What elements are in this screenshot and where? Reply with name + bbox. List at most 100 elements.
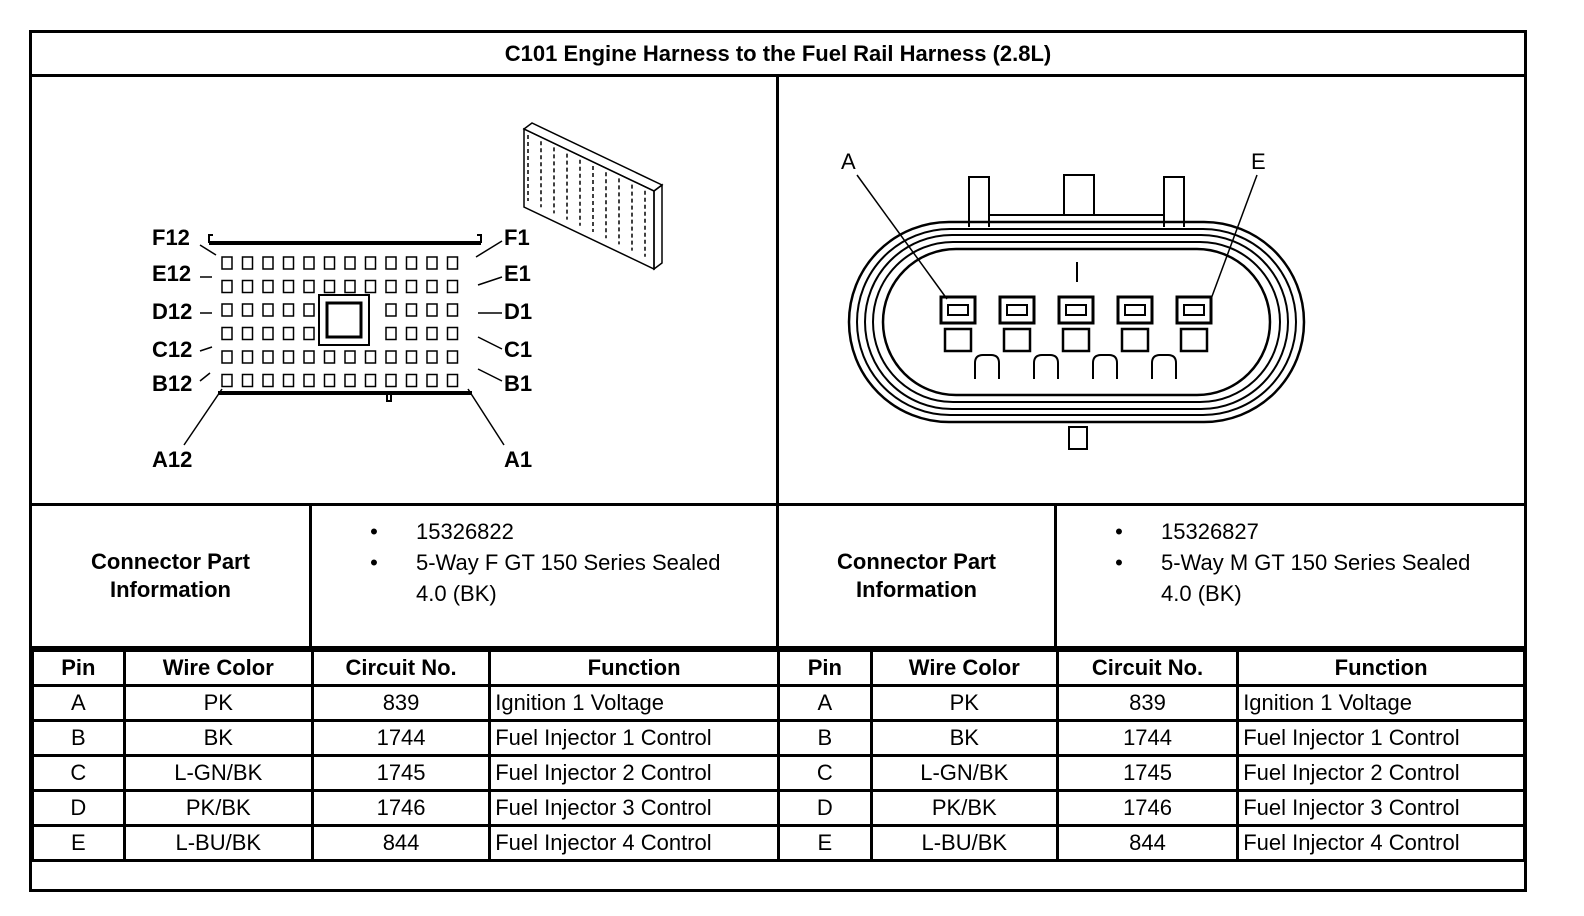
pin-label-a12: A12: [152, 447, 192, 472]
pin-cavity: [262, 326, 274, 341]
pin-cavity: [405, 326, 418, 341]
pin-cavity: [385, 279, 397, 294]
pin-label-a1: A1: [504, 447, 532, 472]
pin-cavity: [385, 373, 397, 388]
pin-label-d12: D12: [152, 299, 192, 324]
pin-cavity: [426, 326, 438, 341]
pin-label-a: A: [841, 149, 856, 174]
pin-cavity: [385, 303, 397, 317]
wire-color-cell: L-GN/BK: [122, 754, 314, 792]
polarizing-key: [1033, 354, 1059, 379]
pin-label-b12: B12: [152, 371, 192, 396]
pin-label-d1: D1: [504, 299, 532, 324]
pin-cavity: [364, 279, 377, 294]
pin-cell: D: [777, 789, 873, 827]
pin-cavity: [282, 303, 295, 317]
cavity-terminal: [1179, 327, 1209, 353]
function-cell: Fuel Injector 1 Control: [1236, 719, 1526, 757]
col-header-circuit: Circuit No.: [310, 649, 492, 687]
pin-cavity: [323, 373, 336, 388]
pin-cavity: [344, 373, 356, 388]
circuit-cell: 844: [1055, 824, 1240, 862]
cavity-terminal: [1061, 327, 1091, 353]
function-cell: Ignition 1 Voltage: [1236, 684, 1526, 722]
pin-cavity: [303, 373, 315, 388]
cavity-leader-lines: [856, 174, 1258, 300]
left-connector-face-drawing: F12 E12 D12 C12 B12 A12 F1 E1 D1 C1 B1 A…: [152, 122, 664, 472]
cavity-inner: [1183, 304, 1205, 316]
pin-cavity: [241, 279, 254, 294]
pin-cell: A: [31, 684, 126, 722]
pin-cavity: [446, 373, 459, 388]
cavity-terminal: [1120, 327, 1150, 353]
col-header-function: Function: [1236, 649, 1526, 687]
pin-cavity: [446, 350, 459, 364]
pin-cavity: [426, 303, 438, 317]
function-cell: Fuel Injector 3 Control: [488, 789, 780, 827]
wire-color-cell: L-BU/BK: [869, 824, 1059, 862]
pin-cavity: [303, 326, 315, 341]
col-header-circuit: Circuit No.: [1055, 649, 1240, 687]
connector-iso-view: [522, 122, 664, 271]
pin-cavity: [282, 256, 295, 270]
function-cell: Fuel Injector 1 Control: [488, 719, 780, 757]
col-header-pin: Pin: [777, 649, 873, 687]
cavity-terminal: [943, 327, 973, 353]
cavity-outer: [998, 295, 1036, 325]
pin-cavity: [385, 326, 397, 341]
pin-label-f1: F1: [504, 225, 530, 250]
pin-cavity: [426, 256, 438, 270]
pin-cavity: [405, 373, 418, 388]
function-cell: Ignition 1 Voltage: [488, 684, 780, 722]
pin-cavity: [241, 303, 254, 317]
pin-cavity: [303, 279, 315, 294]
pin-cell: C: [31, 754, 126, 792]
pin-label-e: E: [1251, 149, 1266, 174]
chart-title: C101 Engine Harness to the Fuel Rail Har…: [32, 33, 1524, 77]
pin-cell: E: [31, 824, 126, 862]
pin-cell: D: [31, 789, 126, 827]
pin-label-c1: C1: [504, 337, 532, 362]
circuit-cell: 1745: [1055, 754, 1240, 792]
pin-label-c12: C12: [152, 337, 192, 362]
circuit-cell: 1744: [310, 719, 492, 757]
left-connector-diagram: F12 E12 D12 C12 B12 A12 F1 E1 D1 C1 B1 A…: [32, 77, 779, 503]
wire-color-cell: PK: [122, 684, 314, 722]
circuit-cell: 1746: [310, 789, 492, 827]
pin-cavity: [405, 279, 418, 294]
cavity-inner: [1124, 304, 1146, 316]
pin-cavity: [405, 256, 418, 270]
circuit-cell: 1744: [1055, 719, 1240, 757]
pin-cavity: [426, 373, 438, 388]
pin-cavity: [262, 303, 274, 317]
pin-cell: A: [777, 684, 873, 722]
pin-cavity: [221, 303, 233, 317]
pin-cavity: [385, 350, 397, 364]
pin-cavity: [262, 279, 274, 294]
pin-cavity: [221, 373, 233, 388]
wire-color-cell: PK/BK: [869, 789, 1059, 827]
pin-cavity: [364, 373, 377, 388]
wire-color-cell: PK: [869, 684, 1059, 722]
cavity-outer: [939, 295, 977, 325]
pin-cell: B: [777, 719, 873, 757]
circuit-cell: 839: [1055, 684, 1240, 722]
pin-cavity: [262, 350, 274, 364]
polarizing-key: [1151, 354, 1177, 379]
polarizing-key: [1092, 354, 1118, 379]
pin-cavity: [282, 326, 295, 341]
right-connector-diagram: A E: [779, 77, 1524, 503]
pin-label-b1: B1: [504, 371, 532, 396]
connector-face: [208, 234, 482, 402]
col-header-pin: Pin: [31, 649, 126, 687]
circuit-cell: 844: [310, 824, 492, 862]
